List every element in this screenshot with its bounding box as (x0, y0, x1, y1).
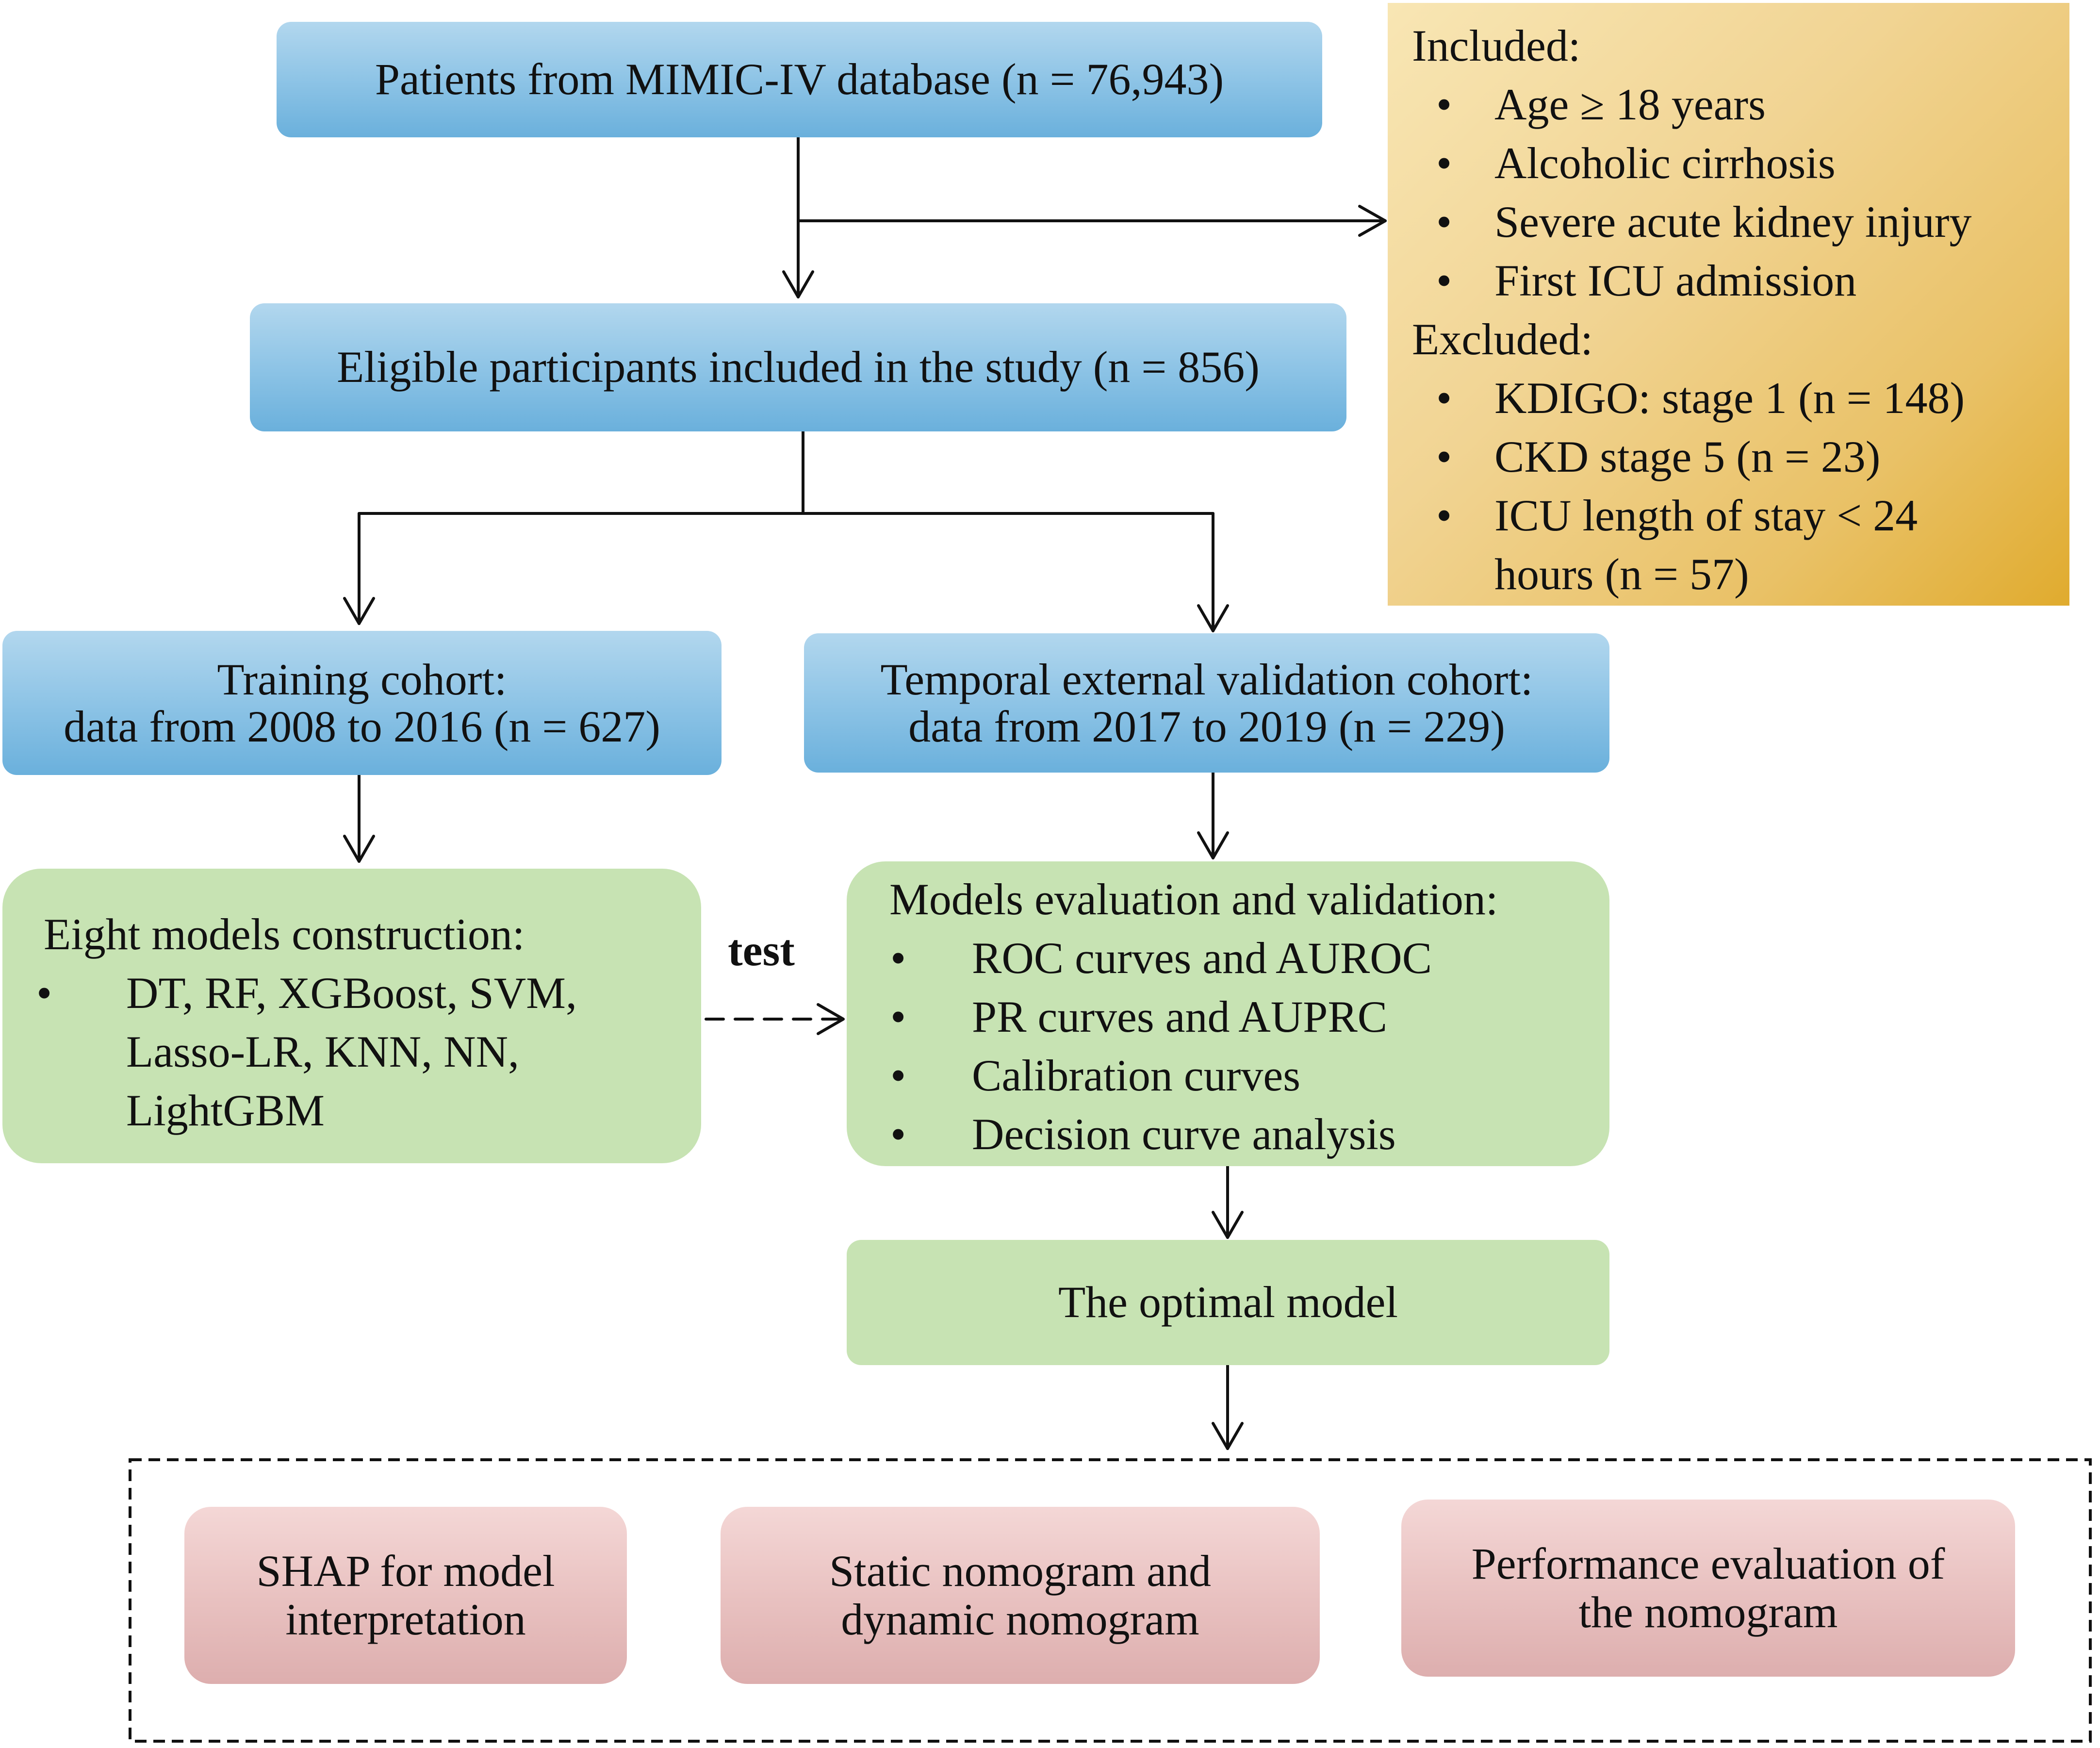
evaluation-item: •ROC curves and AUROC (847, 929, 1432, 988)
models-heading: Eight models construction: (44, 909, 525, 959)
included-heading: Included: (1412, 21, 1581, 70)
arrowhead-to-criteria (1358, 205, 1387, 237)
output-box-performance: Performance evaluation of the nomogram (1401, 1500, 2015, 1677)
bullet-icon: • (1436, 80, 1452, 129)
criteria-box: Included: •Age ≥ 18 years •Alcoholic cir… (1388, 3, 2069, 606)
output-box-line2: the nomogram (1578, 1587, 1838, 1637)
included-item: •Age ≥ 18 years (1412, 75, 1766, 134)
arrowhead-to-training (343, 597, 375, 625)
bullet-icon: • (1436, 256, 1452, 305)
models-item: •DT, RF, XGBoost, SVM, (2, 964, 577, 1022)
output-box-line1: Static nomogram and (829, 1546, 1211, 1596)
excluded-item: •CKD stage 5 (n = 23) (1412, 428, 1880, 486)
arrowhead-validation-to-evaluation (1197, 831, 1229, 859)
bullet-icon: • (890, 992, 906, 1041)
arrowhead-optimal-to-outputs (1212, 1422, 1244, 1450)
bullet-icon: • (36, 968, 52, 1018)
optimal-box: The optimal model (847, 1240, 1609, 1365)
arrowhead-source-to-eligible (782, 270, 814, 298)
eligible-box: Eligible participants included in the st… (250, 303, 1346, 431)
arrowhead-to-validation (1197, 604, 1229, 632)
source-box: Patients from MIMIC-IV database (n = 76,… (277, 22, 1322, 137)
output-box-line1: Performance evaluation of (1471, 1539, 1945, 1589)
evaluation-box: Models evaluation and validation: •ROC c… (847, 861, 1609, 1166)
eligible-box-text: Eligible participants included in the st… (337, 342, 1260, 392)
bullet-icon: • (890, 1051, 906, 1100)
source-box-text: Patients from MIMIC-IV database (n = 76,… (375, 54, 1224, 104)
arrowhead-evaluation-to-optimal (1212, 1211, 1244, 1239)
arrowhead-test (817, 1003, 845, 1035)
bullet-icon: • (890, 933, 906, 983)
excluded-item-continuation: hours (n = 57) (1494, 549, 1749, 599)
models-item-line3: LightGBM (126, 1086, 325, 1135)
bullet-icon: • (1436, 373, 1452, 423)
optimal-box-text: The optimal model (1058, 1277, 1398, 1327)
output-box-line1: SHAP for model (256, 1546, 555, 1596)
bullet-icon: • (1436, 491, 1452, 540)
output-box-nomogram: Static nomogram and dynamic nomogram (721, 1507, 1320, 1684)
validation-box-line1: Temporal external validation cohort: (880, 654, 1533, 704)
bullet-icon: • (1436, 138, 1452, 188)
included-item: •Alcoholic cirrhosis (1412, 134, 1836, 193)
training-box-line1: Training cohort: (217, 654, 507, 704)
models-item-line2: Lasso-LR, KNN, NN, (126, 1027, 520, 1076)
models-box: Eight models construction: •DT, RF, XGBo… (2, 869, 701, 1163)
output-box-line2: interpretation (285, 1594, 526, 1644)
evaluation-item: •Decision curve analysis (847, 1105, 1396, 1164)
test-label: test (728, 925, 795, 975)
excluded-item: •KDIGO: stage 1 (n = 148) (1412, 369, 1965, 428)
training-box: Training cohort: data from 2008 to 2016 … (2, 631, 722, 775)
bullet-icon: • (890, 1109, 906, 1159)
validation-box: Temporal external validation cohort: dat… (804, 633, 1609, 773)
included-item: •Severe acute kidney injury (1412, 193, 1972, 251)
output-box-shap: SHAP for model interpretation (184, 1507, 627, 1684)
excluded-heading: Excluded: (1412, 314, 1593, 364)
excluded-item: •ICU length of stay < 24 (1412, 486, 1918, 545)
validation-box-line2: data from 2017 to 2019 (n = 229) (908, 701, 1505, 751)
arrowhead-training-to-models (343, 835, 375, 863)
training-box-line2: data from 2008 to 2016 (n = 627) (64, 701, 660, 751)
bullet-icon: • (1436, 197, 1452, 247)
included-item: •First ICU admission (1412, 251, 1856, 310)
evaluation-heading: Models evaluation and validation: (889, 874, 1498, 924)
evaluation-item: •Calibration curves (847, 1046, 1300, 1105)
evaluation-item: •PR curves and AUPRC (847, 988, 1387, 1046)
bullet-icon: • (1436, 432, 1452, 481)
outputs-dashed-frame (129, 1458, 2092, 1743)
output-box-line2: dynamic nomogram (841, 1594, 1199, 1644)
